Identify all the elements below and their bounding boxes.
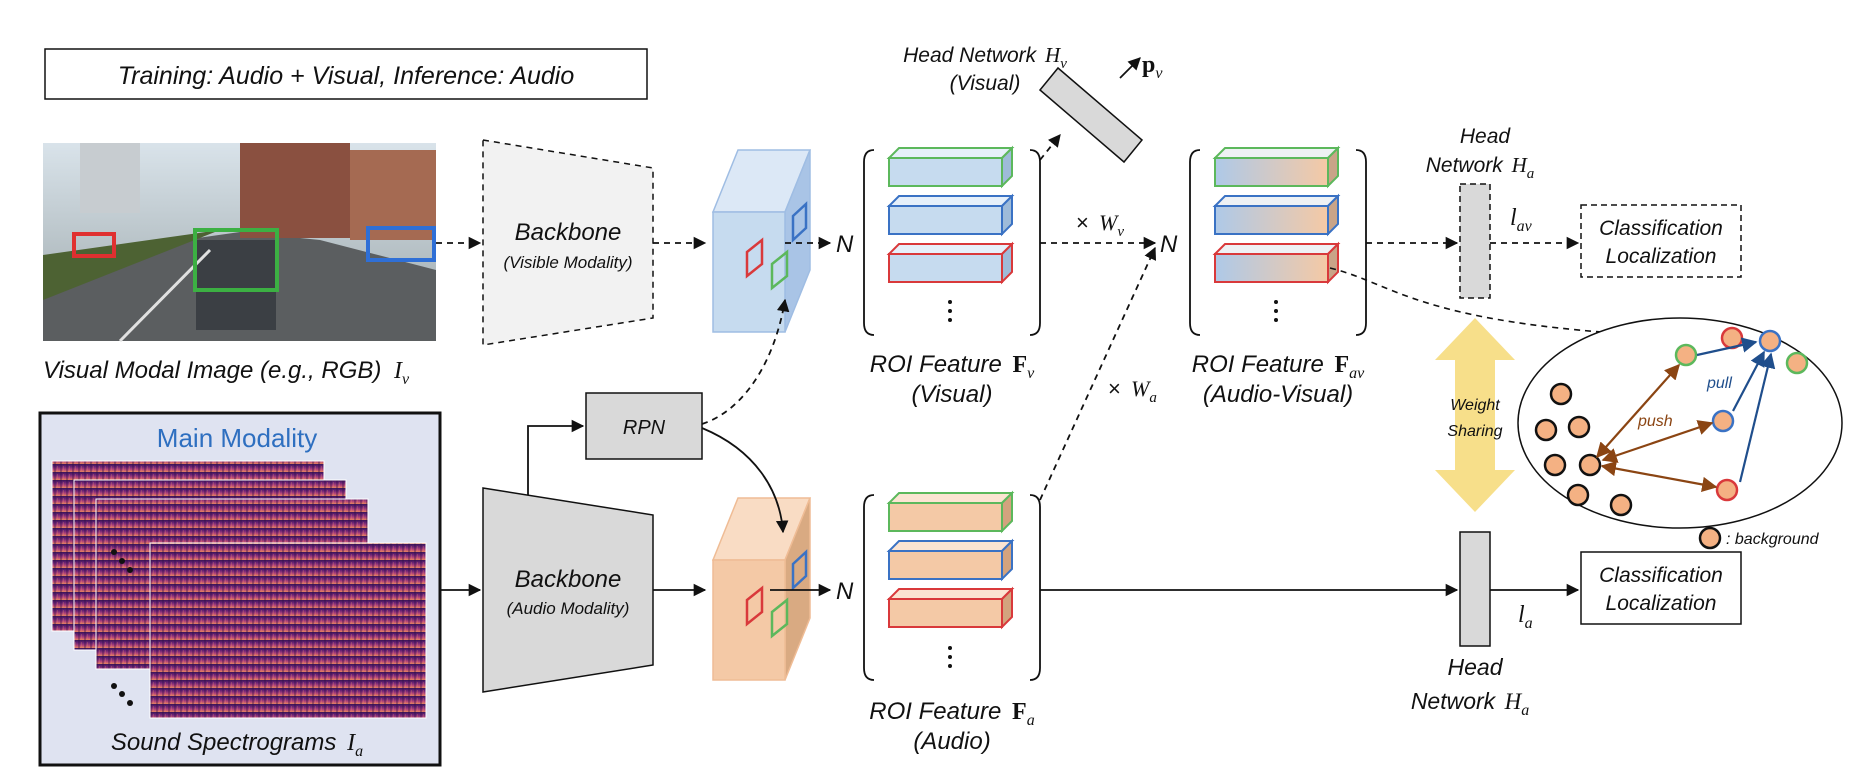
background-legend-icon — [1698, 526, 1722, 550]
weight-sharing-arrow: Weight Sharing — [1435, 318, 1515, 512]
head-visual-caption: Head Network Hv — [903, 43, 1067, 72]
svg-text:Classification: Classification — [1599, 217, 1723, 240]
roi-visual-red — [886, 241, 1015, 285]
roi-audio-caption-2: (Audio) — [913, 728, 990, 755]
blue-bbox — [366, 226, 436, 262]
output-top-box: Classification Localization — [1580, 204, 1742, 278]
roi-audio-bracket — [863, 494, 1041, 681]
push-label: push — [1637, 413, 1673, 430]
svg-text:Localization: Localization — [1606, 592, 1717, 615]
head-top-line1: Head — [1460, 125, 1512, 148]
head-network-top-block — [1459, 183, 1491, 299]
roi-av-blue — [1212, 193, 1341, 237]
svg-text:(Audio Modality): (Audio Modality) — [507, 599, 630, 618]
audio-feature-map — [711, 497, 812, 681]
arrow-wa — [1039, 246, 1157, 501]
visual-modal-image — [43, 143, 436, 343]
training-inference-banner: Training: Audio + Visual, Inference: Aud… — [44, 48, 648, 100]
pull-label: pull — [1706, 375, 1732, 392]
roi-audio-red — [886, 586, 1015, 630]
backbone-audio: Backbone (Audio Modality) — [482, 487, 654, 693]
pull-arrow-1 — [1696, 337, 1758, 357]
stack-ellipsis-bottom — [111, 683, 133, 706]
red-bbox — [72, 232, 116, 258]
svg-text:RPN: RPN — [623, 417, 666, 439]
visual-image-caption: Visual Modal Image (e.g., RGB) Iv — [43, 357, 410, 388]
svg-text:Weight: Weight — [1450, 397, 1500, 414]
svg-text:Backbone: Backbone — [515, 219, 622, 246]
loss-av: lav — [1510, 205, 1533, 235]
roi-audio-features — [886, 490, 1015, 668]
svg-text:Classification: Classification — [1599, 564, 1723, 587]
arrow-av-to-contrastive — [1329, 267, 1722, 344]
arrow-to-head-visual — [1039, 134, 1061, 161]
rpn-box: RPN — [585, 392, 703, 460]
roi-audio-blue — [886, 538, 1015, 582]
roi-av-red — [1212, 241, 1341, 285]
roi-visual-caption: ROI Feature Fv — [870, 351, 1035, 382]
main-modality-title: Main Modality — [157, 423, 317, 453]
wa-label: × Wa — [1108, 376, 1157, 406]
head-network-bottom-block — [1459, 531, 1491, 647]
push-arrow-2 — [1601, 420, 1714, 463]
n-label-audio: N — [836, 578, 854, 605]
arrow-rpn-to-visual — [701, 298, 790, 425]
roi-av-green — [1212, 145, 1341, 189]
svg-text:Training: Audio + Visual, Infe: Training: Audio + Visual, Inference: Aud… — [118, 62, 575, 90]
main-modality-panel: Main Modality Sound Spectrograms Ia — [38, 411, 442, 767]
visual-feature-map — [711, 149, 812, 333]
green-bbox — [193, 228, 279, 292]
arrow-backbone-to-rpn — [527, 419, 585, 495]
roi-audio-green — [886, 490, 1015, 534]
head-network-visual-block — [1038, 66, 1144, 164]
pv-output: pv — [1142, 52, 1163, 82]
head-bottom-line1: Head — [1448, 654, 1504, 680]
node-blue-anchor — [1758, 329, 1782, 353]
roi-av-features — [1212, 145, 1341, 322]
n-label-av: N — [1160, 231, 1178, 258]
node-blue — [1711, 409, 1735, 433]
contrastive-learning-panel: pull push : background — [1517, 317, 1843, 550]
wv-label: × Wv — [1076, 210, 1124, 240]
stack-ellipsis-top — [111, 549, 133, 573]
backbone-visible: Backbone (Visible Modality) — [482, 139, 654, 346]
output-bottom-box: Classification Localization — [1580, 551, 1742, 625]
roi-visual-caption-2: (Visual) — [912, 381, 993, 408]
roi-audio-caption: ROI Feature Fa — [869, 698, 1034, 729]
roi-av-caption-2: (Audio-Visual) — [1203, 381, 1353, 408]
roi-visual-features — [886, 145, 1015, 322]
svg-text:Sharing: Sharing — [1447, 423, 1502, 440]
pull-arrow-2 — [1732, 350, 1765, 412]
spectrogram-caption: Sound Spectrograms Ia — [111, 729, 363, 760]
head-bottom-line2: Network Ha — [1411, 688, 1529, 719]
background-nodes — [1534, 382, 1633, 517]
background-legend-label: : background — [1726, 531, 1820, 548]
node-red — [1715, 478, 1739, 502]
head-visual-caption-2: (Visual) — [950, 72, 1021, 95]
roi-visual-blue — [886, 193, 1015, 237]
spectrogram-4 — [149, 542, 427, 719]
node-green — [1674, 343, 1698, 367]
svg-text:(Visible Modality): (Visible Modality) — [503, 253, 632, 272]
head-top-line2: Network Ha — [1426, 153, 1535, 182]
arrow-rpn-to-audio — [701, 427, 789, 534]
arrow-to-pv — [1119, 57, 1141, 79]
loss-a: la — [1518, 602, 1533, 632]
roi-av-caption: ROI Feature Fav — [1192, 351, 1365, 382]
roi-visual-green — [886, 145, 1015, 189]
n-label-visual: N — [836, 231, 854, 258]
svg-text:Localization: Localization — [1606, 245, 1717, 268]
node-green-anchor — [1785, 351, 1809, 375]
pull-arrow-3 — [1738, 352, 1776, 483]
svg-text:Backbone: Backbone — [515, 566, 622, 593]
push-arrow-3 — [1600, 460, 1718, 493]
